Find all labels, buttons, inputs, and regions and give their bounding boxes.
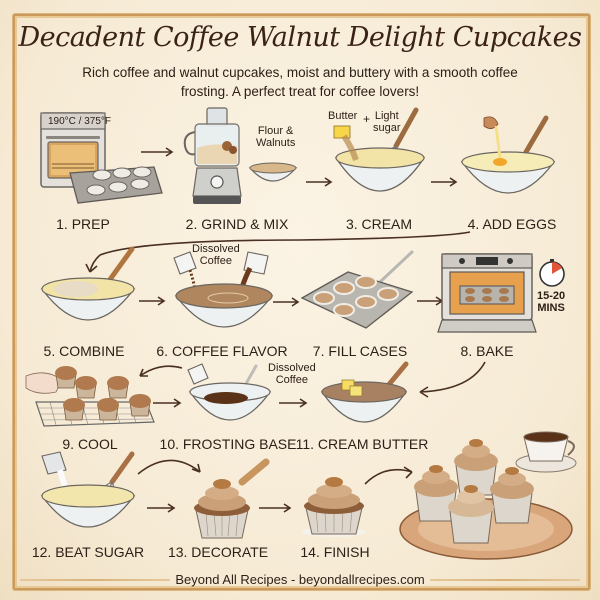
- muffin-tin-icon: [69, 166, 163, 204]
- arrow-right-icon: [259, 503, 292, 513]
- arrow-right-icon: [273, 297, 300, 307]
- butter-note: Butter: [328, 110, 358, 122]
- dissolved-coffee-note: Dissolved Coffee: [268, 362, 316, 386]
- bowl-sugar-whisk-icon: [40, 451, 136, 528]
- bowl-with-spatula-icon: [40, 246, 136, 321]
- oven-icon: [40, 112, 106, 188]
- arrow-right-icon: [279, 398, 308, 408]
- page-title: Decadent Coffee Walnut Delight Cupcakes: [18, 22, 582, 53]
- flour-bowl-icon: [248, 162, 298, 182]
- cupcake-platter-with-coffee-icon: [399, 431, 577, 560]
- arrow-right-icon: [306, 177, 333, 187]
- arrow-right-icon: [431, 177, 458, 187]
- arrow-right-icon: [153, 398, 182, 408]
- subtitle-line-2: frosting. A perfect treat for coffee lov…: [180, 84, 420, 99]
- finished-cupcake-icon: [302, 477, 366, 537]
- footer-credit: Beyond All Recipes - beyondallrecipes.co…: [175, 572, 425, 587]
- step-label: 4. ADD EGGS: [467, 216, 557, 232]
- pouring-coffee-icon: [173, 251, 274, 328]
- footer-divider-left: [20, 579, 170, 581]
- bowl-with-egg-icon: [460, 115, 556, 194]
- timer-icon: [539, 259, 565, 287]
- step-label: 1. PREP: [56, 216, 110, 232]
- arrow-right-icon: [147, 503, 176, 513]
- mixing-bowl-whisk-icon: [333, 107, 426, 192]
- step-label: 10. FROSTING BASE: [159, 436, 297, 452]
- bowl-coffee-spoon-icon: [187, 363, 272, 421]
- light-sugar-note: Light sugar: [373, 110, 401, 134]
- decorative-frame: [13, 14, 590, 590]
- cooling-rack-icon: [25, 366, 155, 427]
- plus-sign: +: [363, 112, 371, 126]
- food-processor-icon: [183, 107, 242, 204]
- step-label: 9. COOL: [62, 436, 118, 452]
- bake-time-note: 15-20 MINS: [537, 290, 566, 314]
- bowl-butter-whisk-icon: [320, 361, 409, 423]
- arrow-right-icon: [141, 147, 174, 157]
- subtitle-line-1: Rich coffee and walnut cupcakes, moist a…: [82, 65, 518, 80]
- step-label: 7. FILL CASES: [312, 343, 408, 359]
- oven-baking-icon: [437, 253, 537, 333]
- step-label: 12. BEAT SUGAR: [31, 544, 145, 560]
- step-label: 6. COFFEE FLAVOR: [156, 343, 288, 359]
- step-label: 3. CREAM: [345, 216, 413, 232]
- step-label: 8. BAKE: [460, 343, 514, 359]
- footer-divider-right: [430, 579, 580, 581]
- muffin-tin-spoon-icon: [300, 250, 414, 329]
- subtitle: Rich coffee and walnut cupcakes, moist a…: [60, 63, 540, 101]
- step-label: 11. CREAM BUTTER: [295, 436, 429, 452]
- dissolved-coffee-note: Dissolved Coffee: [192, 243, 240, 267]
- step-label: 14. FINISH: [300, 544, 370, 560]
- step-label: 2. GRIND & MIX: [185, 216, 289, 232]
- step-label: 13. DECORATE: [167, 544, 269, 560]
- cupcake-piping-icon: [194, 458, 270, 539]
- flour-walnuts-note: Flour & Walnuts: [256, 125, 296, 149]
- oven-temperature-note: 190°C / 375°F: [48, 116, 112, 127]
- step-label: 5. COMBINE: [43, 343, 125, 359]
- arrow-right-icon: [139, 296, 166, 306]
